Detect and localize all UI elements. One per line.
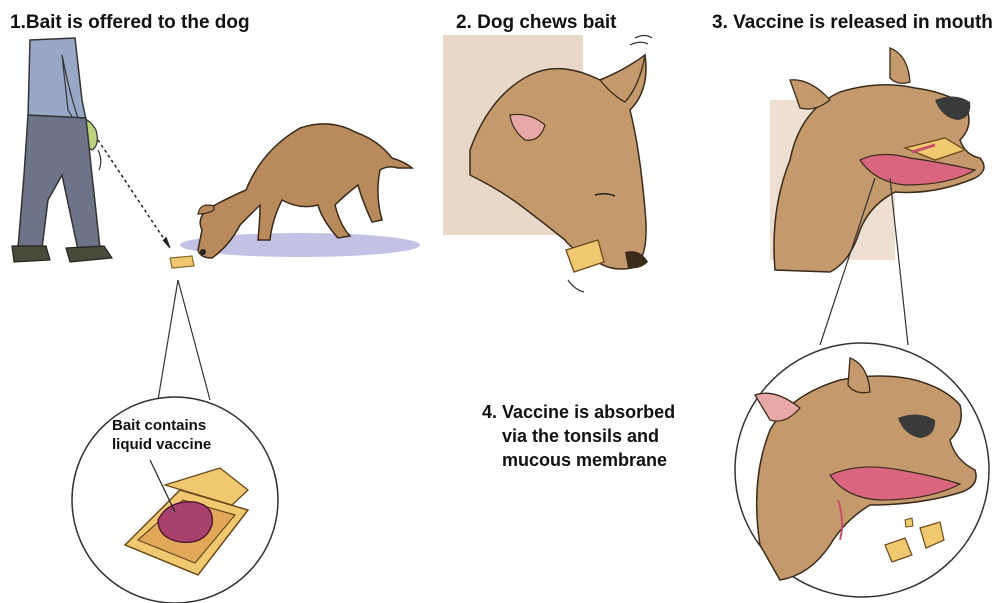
bait-piece <box>170 256 194 268</box>
throw-path <box>98 140 168 245</box>
bait-callout-line-1: Bait contains <box>112 416 211 435</box>
step-4-line-1: 4. Vaccine is absorbed <box>482 400 675 424</box>
bait-callout-text: Bait contains liquid vaccine <box>112 416 211 454</box>
callout-pointer <box>158 280 210 400</box>
bait-fragment-3 <box>905 518 913 527</box>
person-figure <box>12 38 112 262</box>
callout-line-right <box>890 178 908 345</box>
bait-callout-line-2: liquid vaccine <box>112 435 211 454</box>
step-4-line-3: mucous membrane <box>482 448 675 472</box>
step-4-line-2: via the tonsils and <box>482 424 675 448</box>
step-4-title: 4. Vaccine is absorbed via the tonsils a… <box>482 400 675 472</box>
